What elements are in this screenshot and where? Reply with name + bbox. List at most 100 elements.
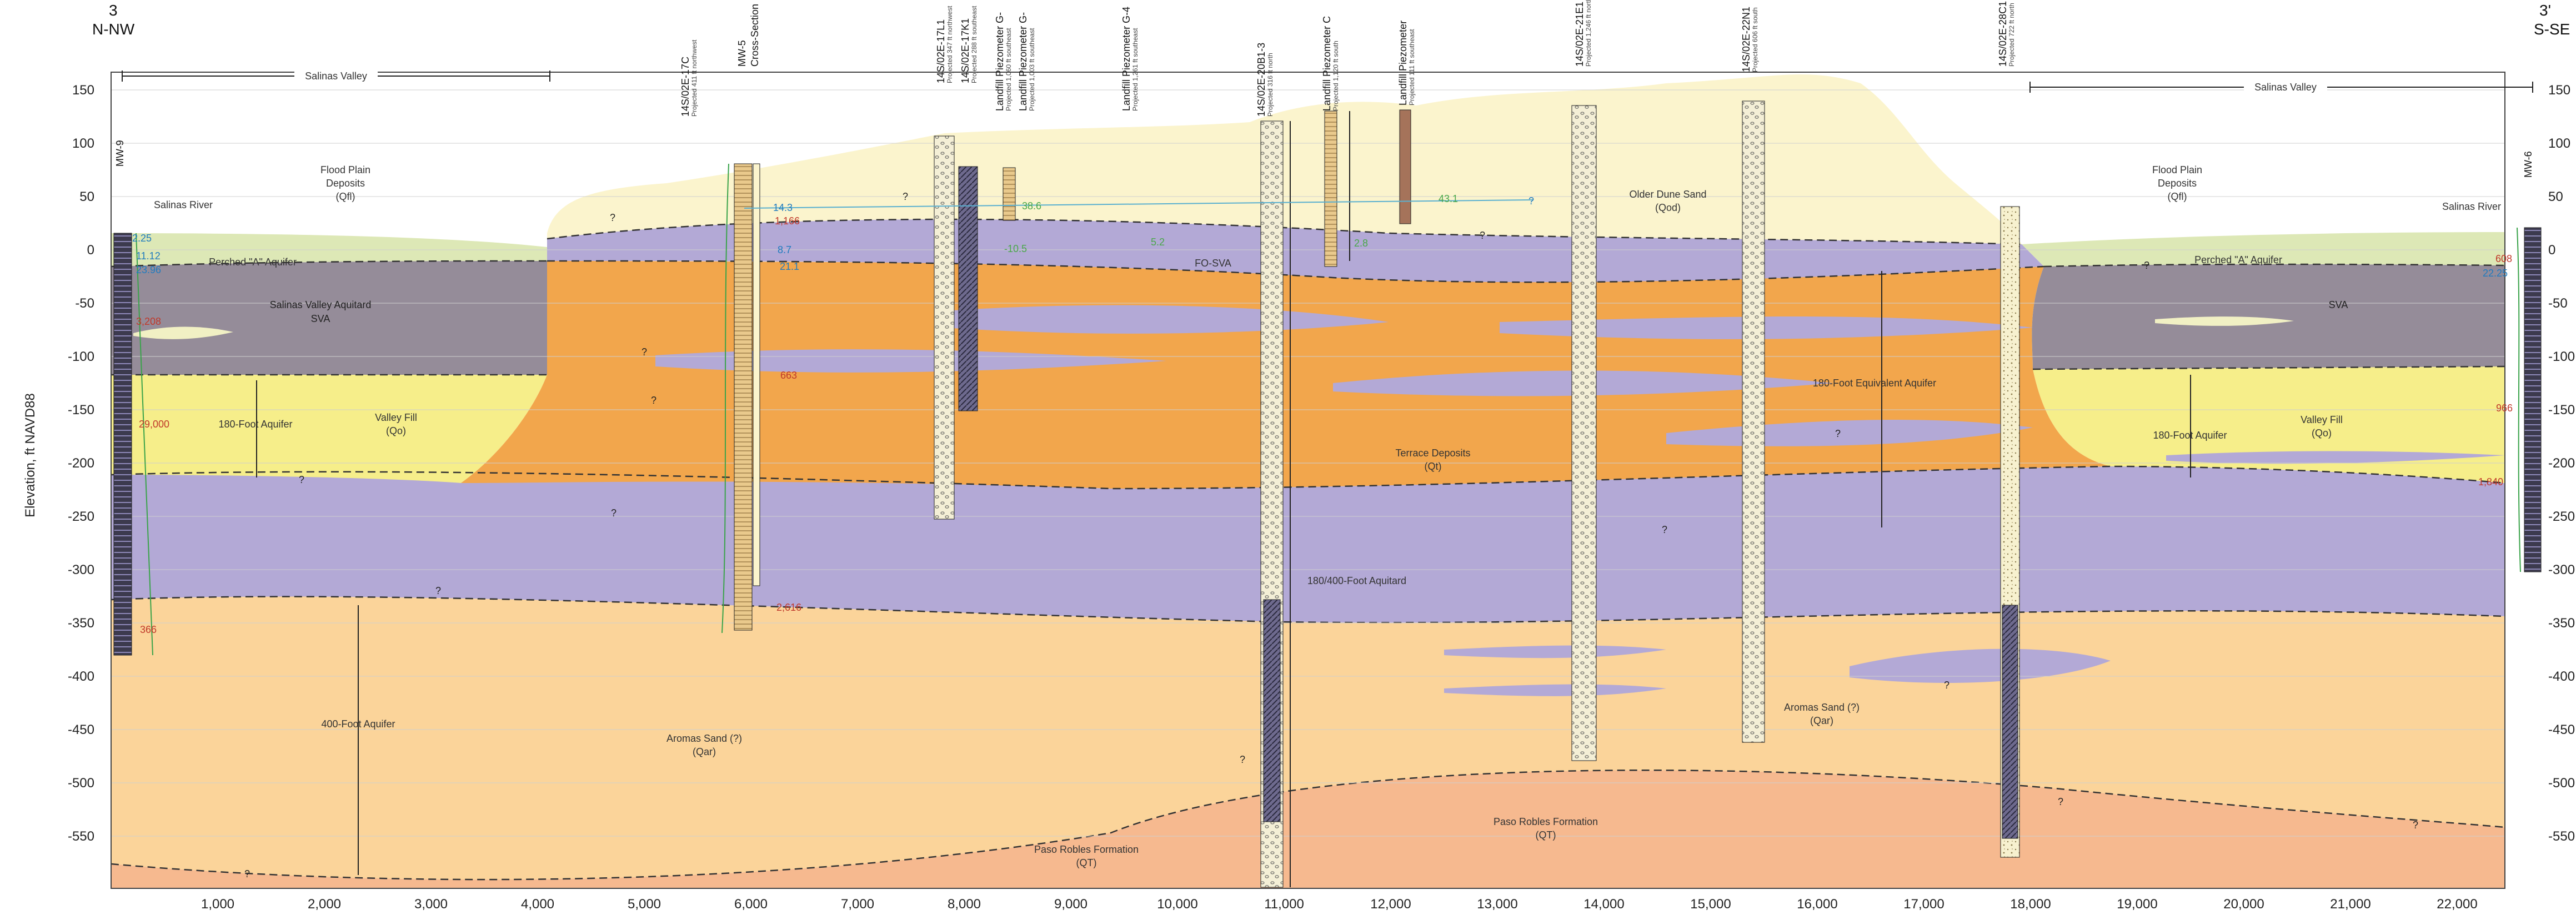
- lens: [2166, 451, 2505, 464]
- y-tick-right: 0: [2548, 243, 2555, 258]
- lens: [2222, 484, 2505, 497]
- y-tick-right: -400: [2548, 669, 2575, 684]
- y-tick-right: -550: [2548, 829, 2575, 844]
- well-label: 14S/02E-28C1: [1997, 1, 2008, 67]
- unit-sva-left: [111, 261, 547, 375]
- salinas-valley-label-right: Salinas Valley: [2254, 82, 2317, 93]
- x-tick: 21,000: [2330, 897, 2370, 912]
- aquifer-180-label-left: 180-Foot Aquifer: [218, 419, 292, 430]
- y-tick: -100: [68, 349, 94, 364]
- borehole-mw5: [734, 163, 753, 631]
- sva-label-left: Salinas Valley Aquitard: [270, 299, 372, 310]
- salinas-river-label-left: Salinas River: [154, 199, 213, 210]
- well-label: MW-5: [736, 40, 748, 67]
- well-sublabel: Projected 347 ft northwest: [946, 6, 954, 83]
- x-tick: 8,000: [948, 897, 981, 912]
- well-labels: MW-9 14S/02E-17C Projected 411 ft northw…: [114, 0, 2534, 178]
- well-label: Landfill Piezometer G-: [994, 12, 1005, 111]
- y-tick: 100: [72, 136, 94, 151]
- lens: [1277, 504, 1666, 527]
- borehole-g-a: [1003, 167, 1016, 221]
- x-tick: 3,000: [414, 897, 448, 912]
- uncertain-contact-mark: ?: [1662, 524, 1667, 535]
- perched-aquifer-label-right: Perched "A" Aquifer: [2194, 254, 2282, 265]
- uncertain-contact-mark: ?: [1944, 680, 1949, 691]
- water-level-green: 2.8: [1354, 238, 1368, 249]
- flood-plain-label-right: Deposits: [2158, 178, 2197, 189]
- water-level-blue: 14.3: [773, 202, 793, 213]
- lens: [1444, 645, 1666, 658]
- well-sublabel: Projected 1,120 ft south: [1332, 41, 1340, 111]
- aquifer-180-equivalent-label: 180-Foot Equivalent Aquifer: [1813, 378, 1936, 389]
- x-tick: 17,000: [1903, 897, 1944, 912]
- lens: [1850, 648, 2111, 683]
- contact-line: [2043, 263, 2505, 268]
- y-tick: 150: [72, 83, 94, 98]
- uncertain-contact-mark: ?: [435, 585, 441, 596]
- well-sublabel: Projected 1,003 ft southeast: [1028, 28, 1036, 111]
- x-tick: 18,000: [2010, 897, 2051, 912]
- y-tick: -450: [68, 722, 94, 737]
- well-label: 14S/02E-21E1: [1574, 2, 1585, 67]
- well-sublabel: Projected 722 ft north: [2008, 3, 2016, 67]
- tds-labels: 3,208 29,000 366 1,166 663 2,616 608 966…: [136, 215, 2513, 635]
- uncertain-contact-mark: ?: [244, 868, 250, 879]
- well-label: Cross-Section: [749, 4, 760, 67]
- aromas-label-right: Aromas Sand (?): [1784, 702, 1860, 713]
- lens: [1500, 316, 2033, 339]
- lens-light: [2155, 316, 2294, 326]
- uncertain-contact-mark: ?: [651, 395, 656, 406]
- x-tick: 12,000: [1370, 897, 1411, 912]
- y-tick: -400: [68, 669, 94, 684]
- y-tick: -150: [68, 403, 94, 418]
- tds-value: 966: [2496, 403, 2513, 414]
- fo-sva-label: FO-SVA: [1195, 258, 1231, 269]
- water-level-green: 38.6: [1022, 200, 1041, 212]
- x-tick: 20,000: [2223, 897, 2264, 912]
- uncertain-contact-mark: ?: [2144, 260, 2149, 271]
- y-axis-title: Elevation, ft NAVD88: [23, 393, 38, 517]
- y-tick-right: -200: [2548, 456, 2575, 471]
- flood-plain-label-left: Deposits: [326, 178, 365, 189]
- well-sublabel: Projected 606 ft south: [1751, 7, 1759, 72]
- flood-plain-label-left: Flood Plain: [320, 164, 370, 175]
- well-sublabel: Projected 316 ft north: [1266, 53, 1274, 117]
- perched-aquifer-label-left: Perched "A" Aquifer: [209, 257, 297, 268]
- section-end-direction: S-SE: [2534, 21, 2570, 38]
- uncertain-contact-mark: ?: [299, 474, 304, 485]
- y-tick: 0: [87, 243, 94, 258]
- y-tick: -250: [68, 509, 94, 524]
- valley-fill-label-right: (Qo): [2312, 428, 2332, 439]
- x-axis: 1,000 2,000 3,000 4,000 5,000 6,000 7,00…: [201, 897, 2478, 912]
- unit-paso-robles: [111, 770, 2505, 888]
- valley-fill-label-left: Valley Fill: [375, 412, 417, 423]
- aquitard-180-400-label: 180/400-Foot Aquitard: [1307, 575, 1406, 586]
- uncertain-contact-mark: ?: [611, 507, 617, 519]
- y-tick-right: -350: [2548, 616, 2575, 631]
- well-label: 14S/02E-17K1: [960, 18, 971, 83]
- wells: [113, 100, 2542, 888]
- borehole-p: [1399, 109, 1411, 224]
- uncertain-contact-mark: ?: [642, 346, 647, 358]
- y-tick-right: -250: [2548, 509, 2575, 524]
- x-tick: 9,000: [1054, 897, 1087, 912]
- flood-plain-label-left: (Qfl): [336, 191, 355, 202]
- borehole-17l1: [934, 135, 955, 520]
- water-level-blue: 11.12: [136, 250, 161, 262]
- water-level-blue: 8.7: [778, 244, 791, 255]
- tds-value: 29,000: [139, 419, 169, 430]
- x-tick: 2,000: [308, 897, 341, 912]
- salinas-river-label-right: Salinas River: [2442, 201, 2501, 212]
- x-tick: 13,000: [1477, 897, 1517, 912]
- y-tick: -500: [68, 776, 94, 791]
- y-axis-right: 150 100 50 0 -50 -100 -150 -200 -250 -30…: [2548, 83, 2575, 844]
- uncertain-contact-mark: ?: [1835, 428, 1841, 439]
- uncertain-contact-mark: ?: [610, 212, 615, 223]
- x-tick: 19,000: [2117, 897, 2157, 912]
- unit-terrace-deposits: [461, 261, 2111, 489]
- y-tick: 50: [79, 189, 94, 204]
- well-label: Landfill Piezometer: [1397, 21, 1409, 105]
- salinas-valley-label-left: Salinas Valley: [305, 71, 367, 82]
- borehole-20b1-clay: [1263, 599, 1281, 822]
